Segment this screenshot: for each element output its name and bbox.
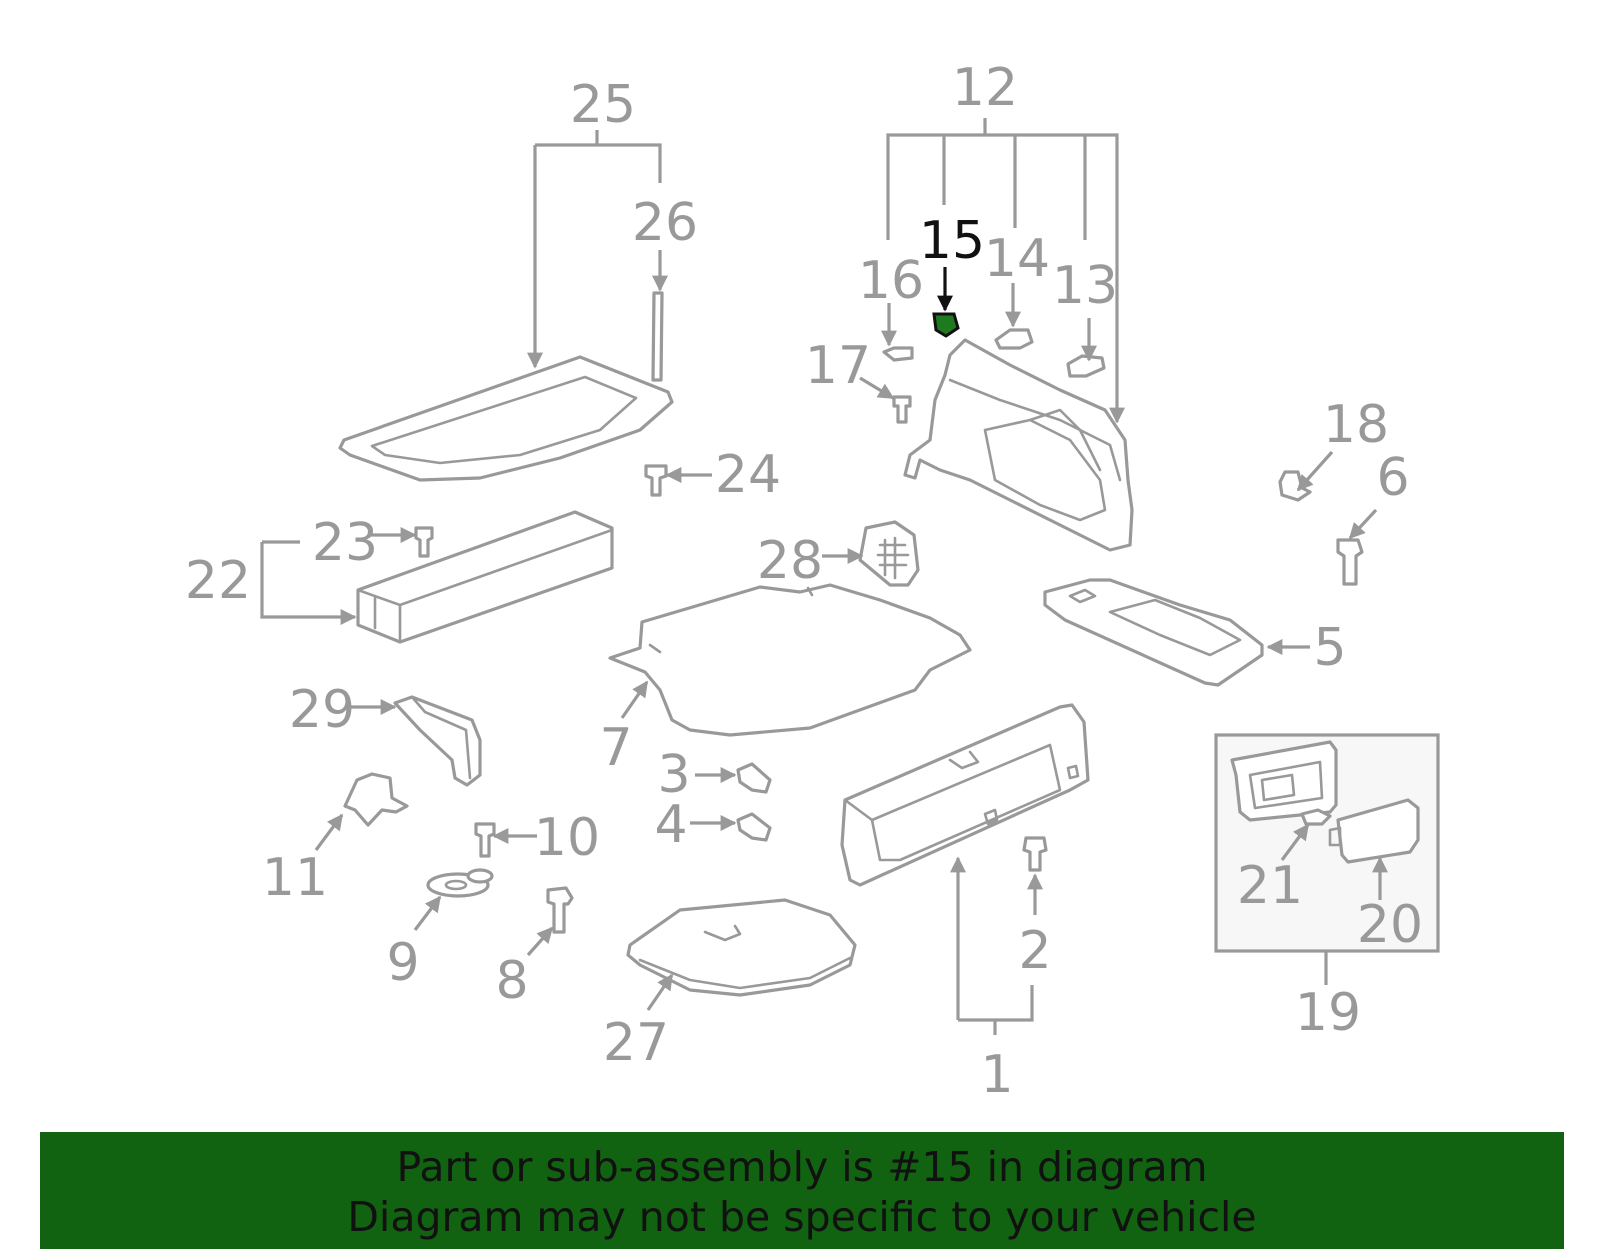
leader-22 [260, 540, 357, 625]
leader-6 [1348, 508, 1378, 540]
callout-29: 29 [289, 680, 355, 740]
callout-27: 27 [603, 1013, 669, 1073]
callout-1: 1 [980, 1045, 1013, 1105]
part-5-floor-panel [1043, 578, 1264, 687]
callout-7: 7 [599, 718, 632, 778]
part-1-trim-panel [840, 703, 1090, 887]
part-22-side-trim [356, 510, 614, 644]
callout-6: 6 [1376, 448, 1409, 508]
part-6-bolt [1336, 538, 1364, 586]
part-11-stopper [343, 772, 409, 827]
part-23-clip [414, 526, 434, 558]
callout-25: 25 [570, 75, 636, 135]
callout-19: 19 [1295, 983, 1361, 1043]
callout-4: 4 [654, 795, 687, 855]
leader-11 [314, 813, 344, 851]
part-4-clip [736, 812, 772, 842]
leader-1 [950, 856, 1034, 1035]
leader-7 [620, 680, 649, 719]
info-banner: Part or sub-assembly is #15 in diagram D… [40, 1132, 1564, 1249]
part-14-clip [994, 328, 1034, 350]
part-28-cover [858, 520, 920, 587]
callout-13: 13 [1052, 256, 1118, 316]
callout-11: 11 [262, 848, 328, 908]
callout-16: 16 [858, 251, 924, 311]
part-19-lamp-box [1214, 733, 1440, 953]
leader-17 [859, 376, 895, 400]
callout-9: 9 [386, 933, 419, 993]
part-7-trunk-mat [608, 583, 972, 737]
callout-8: 8 [495, 951, 528, 1011]
leader-9 [413, 895, 442, 931]
callout-21: 21 [1237, 856, 1303, 916]
part-26-rod [651, 291, 664, 382]
callout-24: 24 [715, 445, 781, 505]
banner-line-1: Part or sub-assembly is #15 in diagram [396, 1143, 1208, 1191]
callout-23: 23 [312, 513, 378, 573]
callout-22: 22 [185, 551, 251, 611]
part-24-clip [644, 464, 668, 497]
part-8-bolt [546, 886, 574, 934]
part-29-bracket [393, 695, 482, 787]
part-2-bolt [1022, 836, 1048, 872]
part-10-clip [474, 822, 496, 858]
callout-20: 20 [1357, 895, 1423, 955]
callout-26: 26 [632, 193, 698, 253]
callout-10: 10 [534, 808, 600, 868]
leader-27 [646, 973, 674, 1011]
banner-line-2: Diagram may not be specific to your vehi… [347, 1193, 1257, 1241]
part-27-cover [626, 898, 857, 997]
part-12-quarter-trim [903, 338, 1134, 552]
leader-21 [1280, 823, 1310, 861]
callout-12: 12 [952, 58, 1018, 118]
part-3-clip [736, 762, 772, 794]
callout-28: 28 [757, 531, 823, 591]
part-16-clip [882, 346, 914, 362]
leader-8 [526, 926, 554, 957]
callout-3: 3 [657, 745, 690, 805]
part-18-clip [1278, 470, 1312, 502]
callout-2: 2 [1018, 921, 1051, 981]
part-17-clip [892, 395, 912, 424]
callout-14: 14 [984, 229, 1050, 289]
callout-17: 17 [805, 336, 871, 396]
leader-18 [1296, 450, 1334, 492]
part-15-highlighted [932, 312, 960, 338]
leader-25 [527, 130, 662, 369]
leader-12 [886, 118, 1125, 424]
part-13-clip [1066, 354, 1106, 378]
callout-5: 5 [1313, 618, 1346, 678]
callout-18: 18 [1323, 395, 1389, 455]
part-25-package-tray [338, 355, 674, 482]
callout-15: 15 [919, 211, 985, 271]
part-9-plate [426, 868, 494, 898]
